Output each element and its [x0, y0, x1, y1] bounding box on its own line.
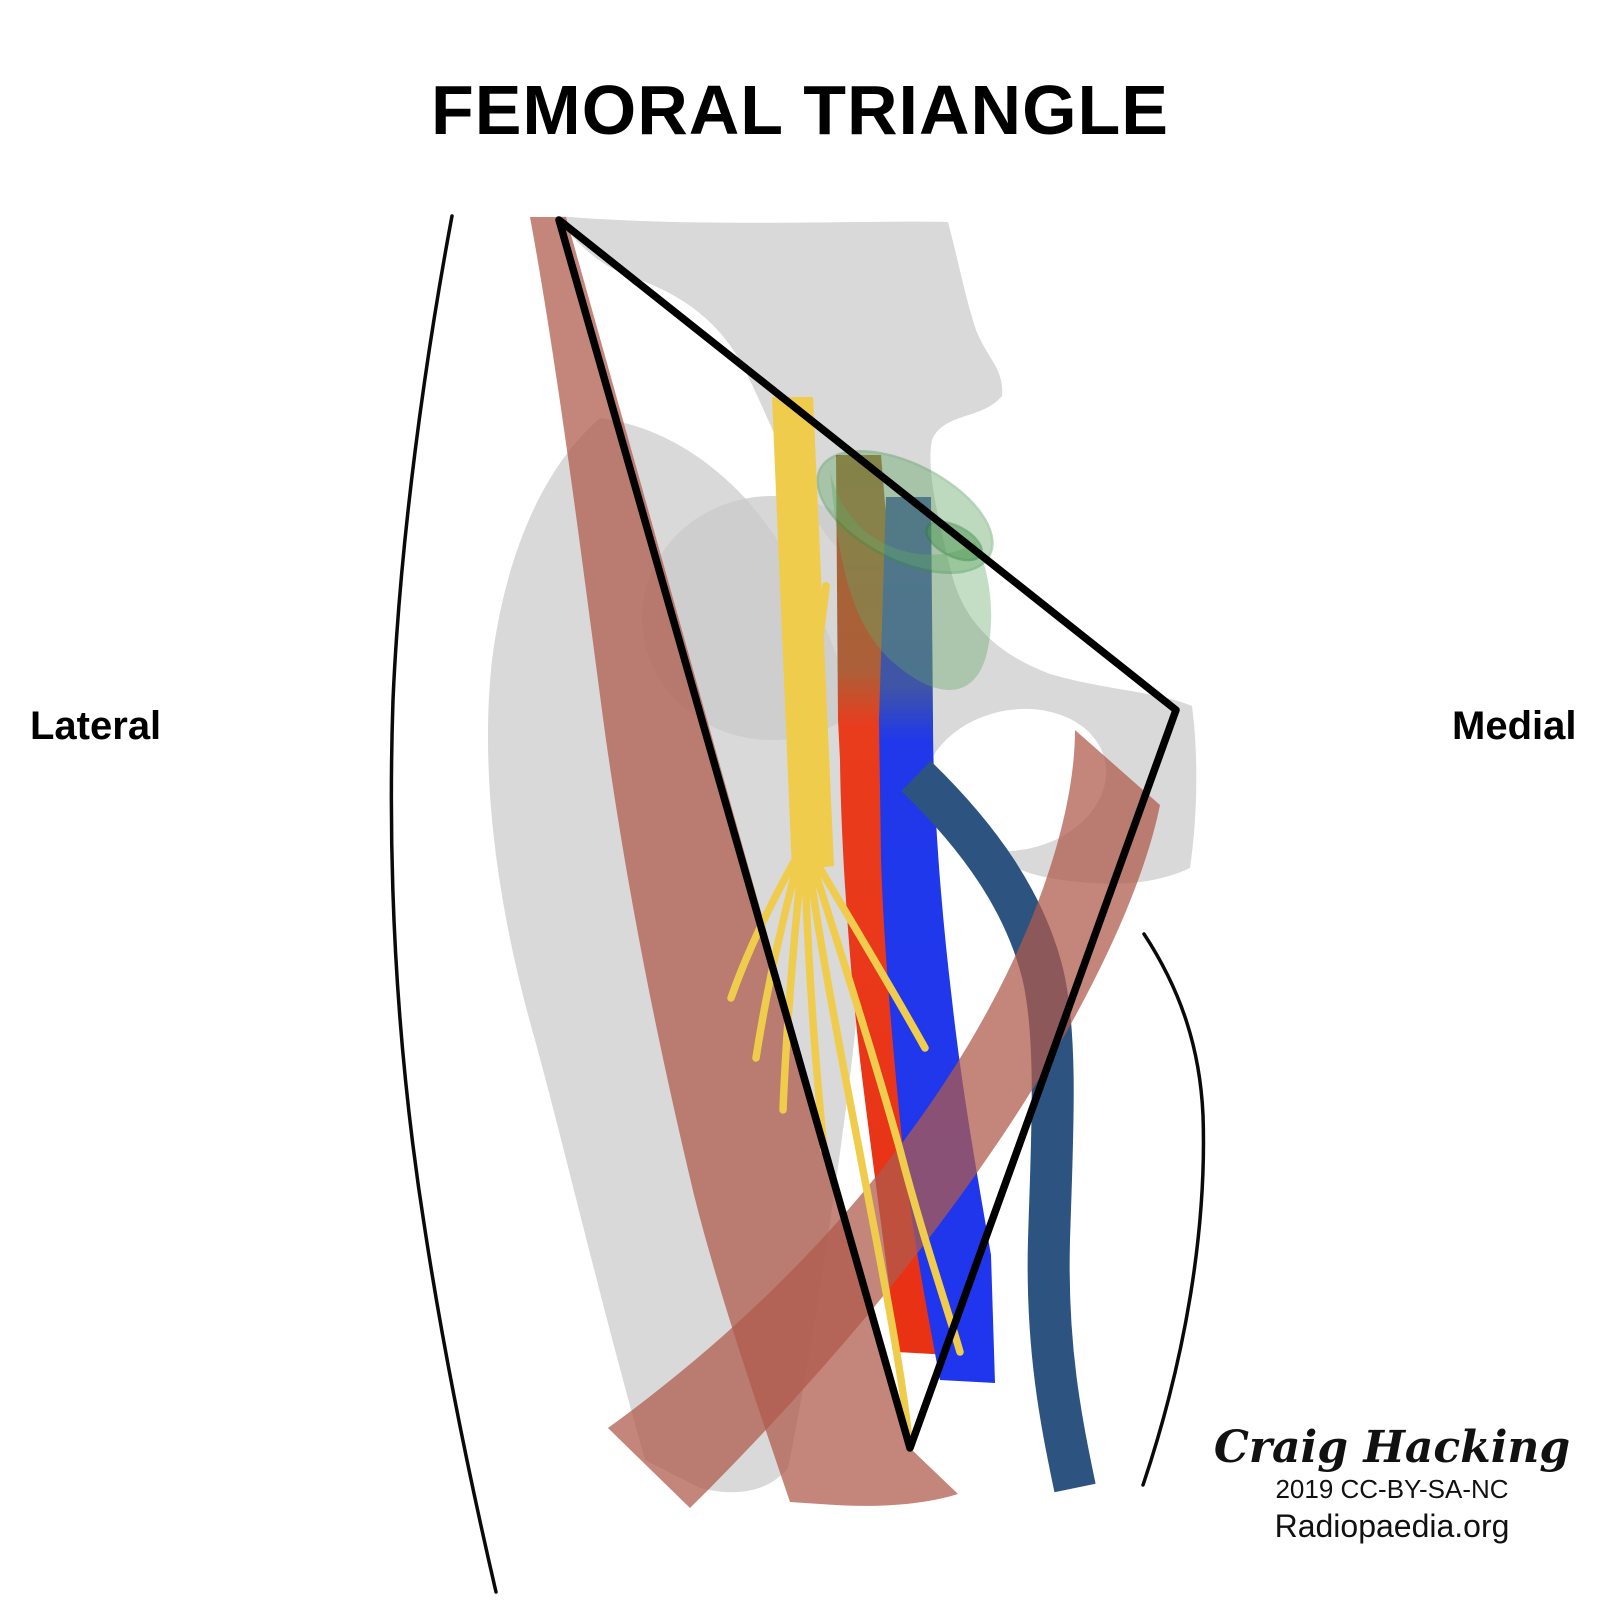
nerve-branch-saphenous [805, 862, 912, 1436]
body-outline-right [1141, 932, 1206, 1487]
nerve-branch-4 [801, 864, 828, 1154]
nerve-branch-3 [779, 864, 805, 1114]
nerve-branch-7 [810, 854, 929, 1052]
nerve-branch-6 [808, 858, 964, 1356]
femoral-triangle-outline [555, 216, 1180, 1452]
orientation-label-medial: Medial [1452, 704, 1577, 748]
attribution: Craig Hacking 2019 CC-BY-SA-NC Radiopaed… [1192, 1422, 1592, 1545]
body-outline-left [389, 214, 498, 1594]
femoral-nerve [727, 397, 964, 1436]
great-saphenous-vein [901, 760, 1096, 1493]
adductor-longus-muscle [608, 730, 1160, 1508]
deep-nerve-branch [814, 582, 830, 654]
orientation-label-lateral: Lateral [30, 704, 162, 748]
femoral-sheath-funnel [830, 470, 992, 690]
page-title: FEMORAL TRIANGLE [430, 71, 1169, 149]
attribution-author: Craig Hacking [1213, 1422, 1571, 1473]
femoral-nerve-trunk [772, 397, 834, 871]
attribution-license: 2019 CC-BY-SA-NC [1275, 1474, 1509, 1504]
attribution-source: Radiopaedia.org [1274, 1508, 1510, 1544]
femoral-sheath [816, 450, 994, 690]
